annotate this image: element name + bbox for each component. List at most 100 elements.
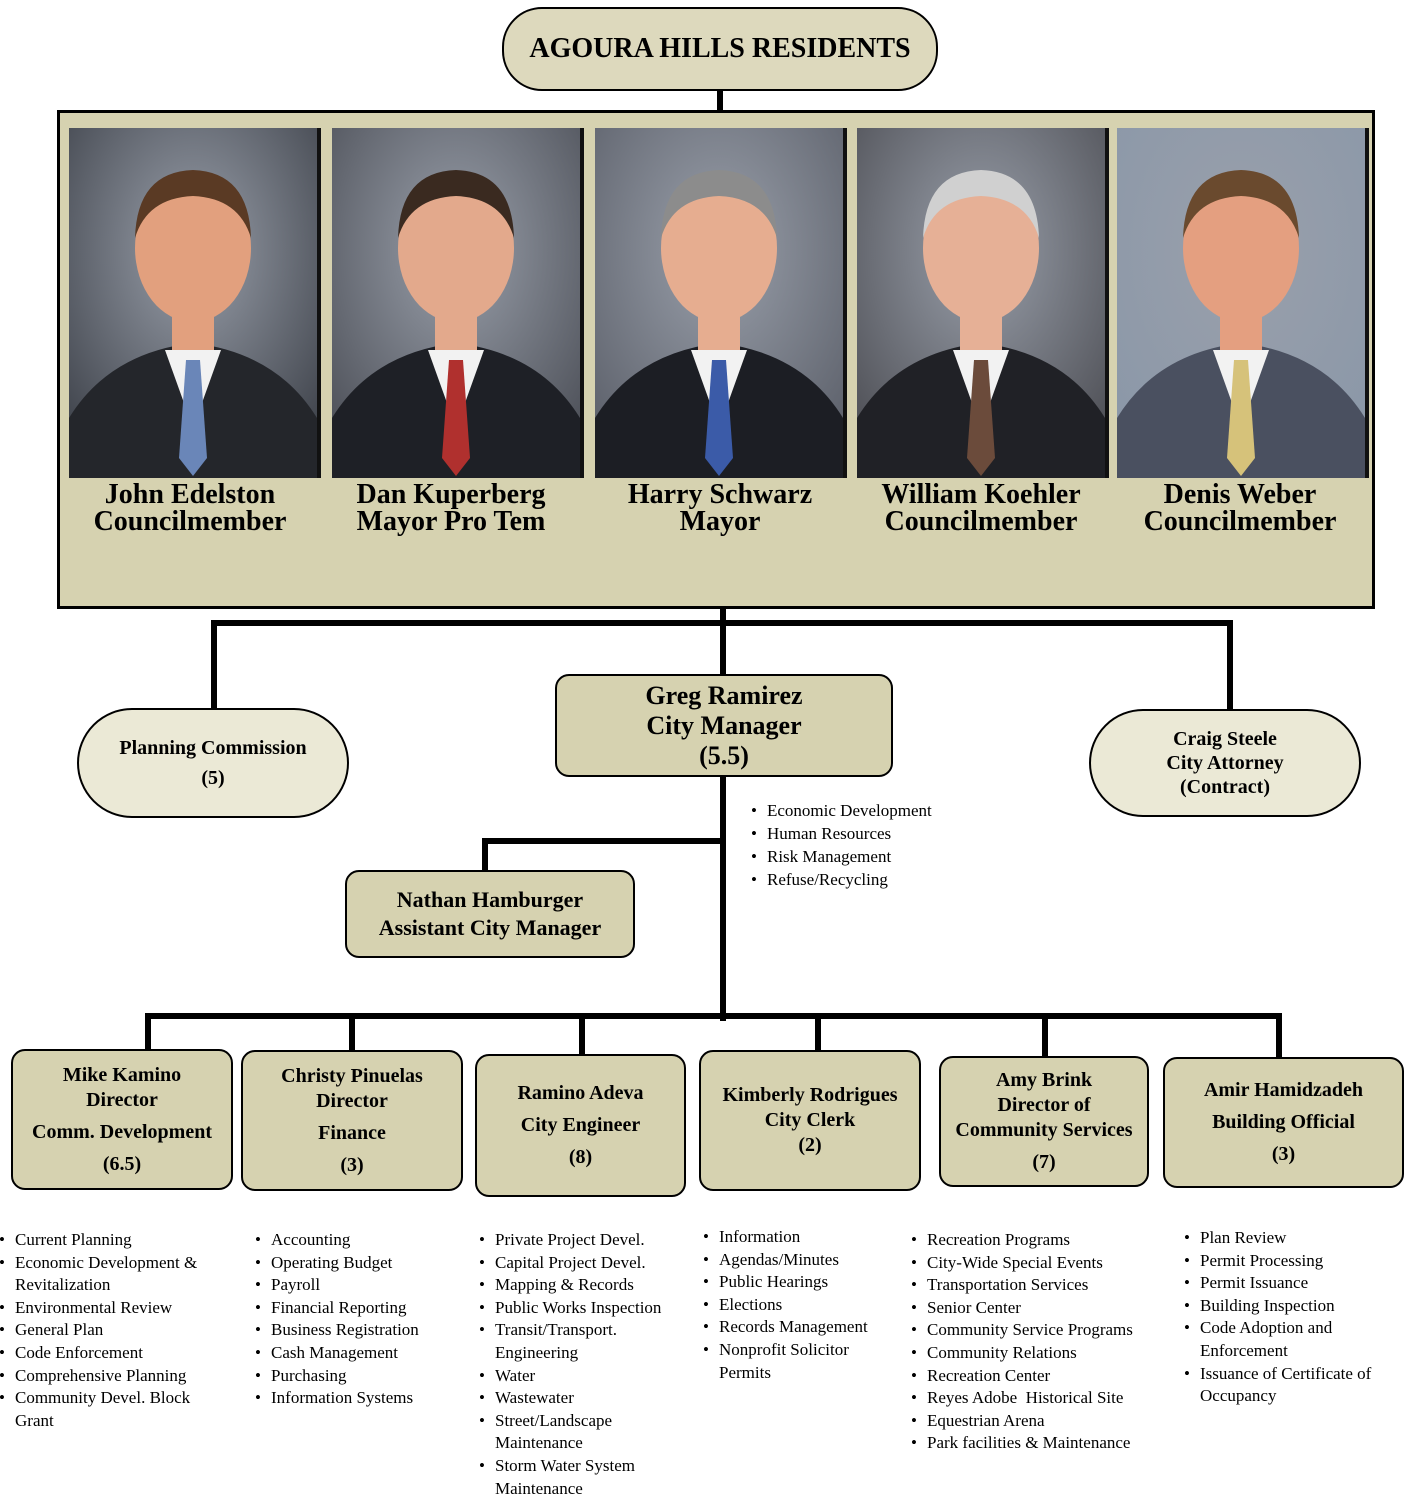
list-item: Economic Development xyxy=(751,799,981,822)
dept-head-name: Christy Pinuelas xyxy=(281,1064,423,1087)
dept-box-finance: Christy Pinuelas Director Finance (3) xyxy=(241,1050,463,1191)
list-item: Records Management xyxy=(703,1316,908,1339)
connector-dept-2 xyxy=(349,1013,355,1051)
council-member-title: Mayor Pro Tem xyxy=(356,506,546,537)
dept-name: Finance xyxy=(318,1121,386,1144)
dept-box-community-services: Amy Brink Director of Community Services… xyxy=(939,1056,1149,1187)
assistant-city-manager-box: Nathan Hamburger Assistant City Manager xyxy=(345,870,635,958)
city-attorney-note: (Contract) xyxy=(1180,776,1270,798)
city-manager-name: Greg Ramirez xyxy=(645,680,803,710)
list-item: Capital Project Devel. xyxy=(479,1252,693,1275)
manager-responsibilities: Economic Development Human Resources Ris… xyxy=(751,799,981,891)
connector-departments-bar xyxy=(145,1013,1282,1019)
dept-list-community-development: Current Planning Economic Development & … xyxy=(0,1229,233,1432)
dept-count: (8) xyxy=(568,1146,593,1168)
portrait-dan-kuperberg xyxy=(332,128,584,478)
dept-list-building-official: Plan Review Permit Processing Permit Iss… xyxy=(1184,1227,1389,1408)
dept-head-role: Director xyxy=(86,1088,158,1111)
dept-head-role: City Clerk xyxy=(764,1109,856,1131)
council-member-title: Councilmember xyxy=(1143,506,1337,537)
portrait-harry-schwarz xyxy=(595,128,847,478)
dept-box-city-engineer: Ramino Adeva City Engineer (8) xyxy=(475,1054,686,1197)
connector-branch-bar xyxy=(211,620,1233,626)
connector-attorney xyxy=(1227,620,1233,710)
dept-count: (3) xyxy=(1271,1143,1296,1165)
city-attorney-box: Craig Steele City Attorney (Contract) xyxy=(1089,709,1361,817)
list-item: Code Adoption and Enforcement xyxy=(1184,1317,1389,1362)
list-item: Water xyxy=(479,1365,693,1388)
dept-box-building-official: Amir Hamidzadeh Building Official (3) xyxy=(1163,1057,1404,1188)
city-attorney-name: Craig Steele xyxy=(1173,728,1277,750)
dept-count: (3) xyxy=(340,1153,364,1176)
list-item: Current Planning xyxy=(0,1229,233,1252)
connector-assistant xyxy=(482,838,488,872)
dept-box-community-development: Mike Kamino Director Comm. Development (… xyxy=(11,1049,233,1190)
council-member-name: William Koehler xyxy=(881,479,1081,510)
list-item: Human Resources xyxy=(751,822,981,845)
dept-box-city-clerk: Kimberly Rodrigues City Clerk (2) xyxy=(699,1050,921,1191)
list-item: Information xyxy=(703,1226,908,1249)
portrait-william-koehler xyxy=(857,128,1109,478)
list-item: Business Registration xyxy=(255,1319,475,1342)
assistant-city-manager-title: Assistant City Manager xyxy=(378,915,602,940)
city-manager-box: Greg Ramirez City Manager (5.5) xyxy=(555,674,893,777)
dept-head-name: Amir Hamidzadeh xyxy=(1203,1079,1364,1101)
list-item: Plan Review xyxy=(1184,1227,1389,1250)
dept-list-community-services: Recreation Programs City-Wide Special Ev… xyxy=(911,1229,1161,1455)
dept-count: (2) xyxy=(798,1134,822,1156)
planning-commission-box: Planning Commission (5) xyxy=(77,708,349,818)
list-item: Purchasing xyxy=(255,1365,475,1388)
connector-assistant-bar xyxy=(482,838,726,844)
list-item: Equestrian Arena xyxy=(911,1410,1161,1433)
list-item: Refuse/Recycling xyxy=(751,868,981,891)
city-manager-title: City Manager xyxy=(646,710,802,740)
list-item: Building Inspection xyxy=(1184,1295,1389,1318)
list-item: Private Project Devel. xyxy=(479,1229,693,1252)
connector-dept-1 xyxy=(145,1013,151,1050)
dept-list-city-clerk: Information Agendas/Minutes Public Heari… xyxy=(703,1226,908,1384)
dept-count: (6.5) xyxy=(102,1152,142,1175)
list-item: Financial Reporting xyxy=(255,1297,475,1320)
list-item: Public Works Inspection xyxy=(479,1297,693,1320)
list-item: Payroll xyxy=(255,1274,475,1297)
list-item: Environmental Review xyxy=(0,1297,233,1320)
list-item: Elections xyxy=(703,1294,908,1317)
list-item: Risk Management xyxy=(751,845,981,868)
dept-count: (7) xyxy=(1032,1151,1056,1173)
list-item: Cash Management xyxy=(255,1342,475,1365)
dept-head-name: Kimberly Rodrigues xyxy=(722,1084,898,1106)
list-item: Accounting xyxy=(255,1229,475,1252)
dept-list-city-engineer: Private Project Devel. Capital Project D… xyxy=(479,1229,693,1500)
list-item: Transportation Services xyxy=(911,1274,1161,1297)
dept-name: Community Services xyxy=(955,1119,1133,1141)
portrait-john-edelston xyxy=(69,128,321,478)
connector-manager-trunk xyxy=(720,776,726,1021)
list-item: Wastewater xyxy=(479,1387,693,1410)
connector-dept-5 xyxy=(1042,1013,1048,1057)
list-item: Park facilities & Maintenance xyxy=(911,1432,1161,1455)
residents-box: AGOURA HILLS RESIDENTS xyxy=(502,7,938,91)
list-item: Operating Budget xyxy=(255,1252,475,1275)
connector-dept-3 xyxy=(579,1013,585,1055)
list-item: Reyes Adobe Historical Site xyxy=(911,1387,1161,1410)
planning-commission-name: Planning Commission xyxy=(119,737,307,759)
list-item: Code Enforcement xyxy=(0,1342,233,1365)
connector-dept-6 xyxy=(1276,1013,1282,1058)
council-member-name: John Edelston xyxy=(104,479,276,510)
list-item: Community Devel. Block Grant xyxy=(0,1387,233,1432)
list-item: Community Relations xyxy=(911,1342,1161,1365)
dept-head-role: City Engineer xyxy=(520,1114,641,1136)
connector-dept-4 xyxy=(815,1013,821,1051)
list-item: Recreation Center xyxy=(911,1365,1161,1388)
dept-head-name: Amy Brink xyxy=(995,1069,1093,1091)
dept-list-finance: Accounting Operating Budget Payroll Fina… xyxy=(255,1229,475,1410)
list-item: Mapping & Records xyxy=(479,1274,693,1297)
list-item: Senior Center xyxy=(911,1297,1161,1320)
portrait-denis-weber xyxy=(1117,128,1369,478)
